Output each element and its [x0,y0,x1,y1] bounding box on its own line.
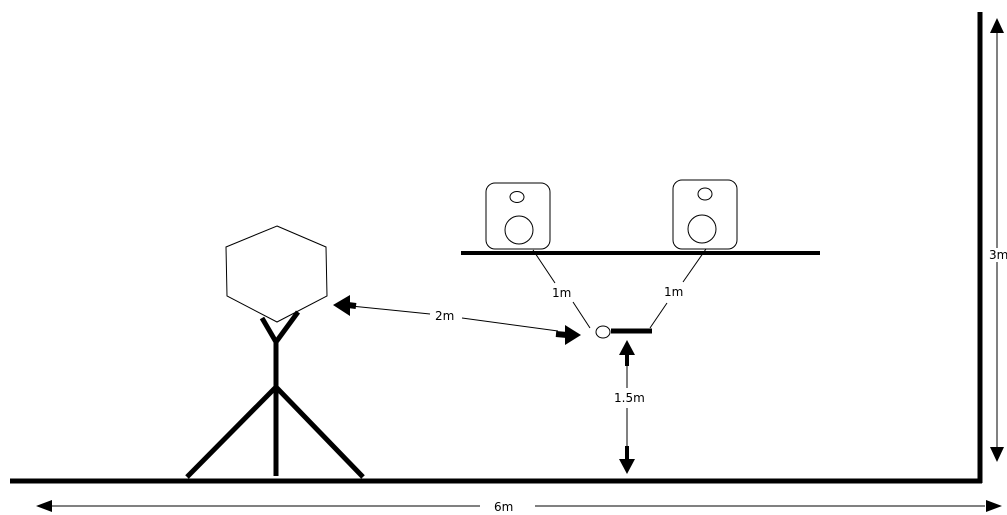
speaker-right-woofer-icon [687,214,717,244]
arrow-left-icon [333,295,350,316]
listener-neck-left [259,316,279,344]
mic-height-dimension: 1.5m [614,340,645,474]
floor-width-label: 6m [494,500,513,514]
speaker-left-tweeter-icon [509,191,525,203]
speaker-left-woofer-icon [504,215,534,245]
wall-height-label: 3m [989,248,1007,262]
listener-neck-right [273,310,301,344]
arrow-left-icon [36,500,52,512]
arrow-down-icon [990,447,1004,462]
listener-figure [185,225,365,479]
speaker-right-distance-label: 1m [664,285,683,299]
arrow-right-icon [565,325,581,345]
listener-leg-left [185,385,278,479]
mic-height-label: 1.5m [614,391,645,405]
speaker-left-distance-label: 1m [552,286,571,300]
listener-distance-label: 2m [435,309,454,323]
speaker-right-tweeter-icon [697,187,713,201]
arrow-down-icon [619,459,635,474]
listener-leg-right [274,385,365,479]
floor-width-dimension: 6m [36,500,1002,514]
arrow-up-icon [619,340,635,355]
microphone-capsule-icon [595,325,611,339]
microphone [595,325,652,339]
speaker-right-distance: 1m [649,248,707,329]
speaker-left [485,182,551,250]
arrow-right-icon [986,500,1002,512]
listener-distance: 2m [333,295,581,345]
wall-height-dimension: 3m [989,18,1007,462]
arrow-up-icon [990,18,1004,33]
listener-head [225,225,328,323]
speaker-left-distance: 1m [532,249,591,329]
speaker-right [672,179,738,250]
